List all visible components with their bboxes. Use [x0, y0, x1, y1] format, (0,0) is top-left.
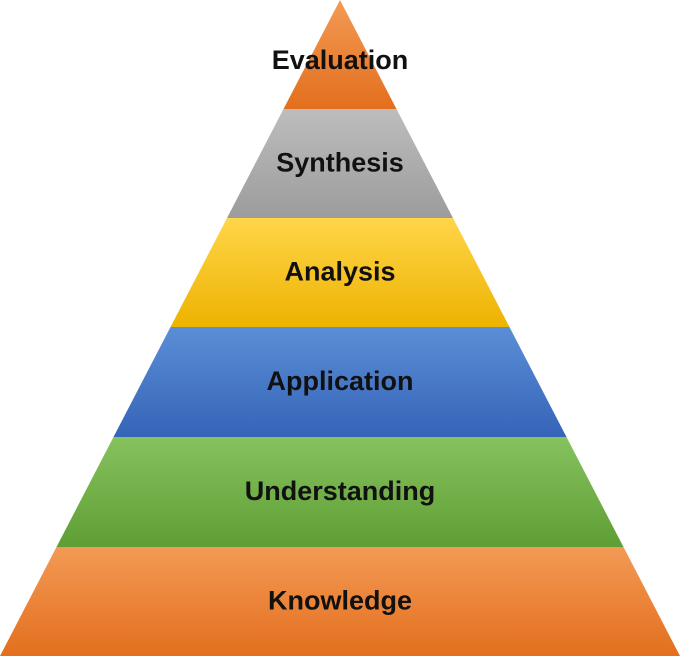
- tier-label-application: Application: [267, 366, 414, 396]
- tier-shape-synthesis: [227, 109, 453, 218]
- tier-label-analysis: Analysis: [284, 257, 395, 287]
- tier-synthesis: Synthesis: [227, 109, 453, 218]
- tier-understanding: Understanding: [56, 437, 624, 547]
- tier-analysis: Analysis: [170, 218, 510, 327]
- tier-evaluation: Evaluation: [272, 0, 409, 109]
- tier-shape-application: [113, 327, 567, 437]
- tier-label-knowledge: Knowledge: [268, 586, 412, 616]
- tier-label-synthesis: Synthesis: [276, 148, 404, 178]
- tier-shape-evaluation: [283, 0, 397, 109]
- tier-label-understanding: Understanding: [245, 476, 436, 506]
- tier-shape-understanding: [56, 437, 624, 547]
- tier-shape-analysis: [170, 218, 510, 327]
- tier-label-evaluation: Evaluation: [272, 45, 409, 75]
- tier-application: Application: [113, 327, 567, 437]
- tier-shape-knowledge: [0, 547, 680, 656]
- tier-knowledge: Knowledge: [0, 547, 680, 656]
